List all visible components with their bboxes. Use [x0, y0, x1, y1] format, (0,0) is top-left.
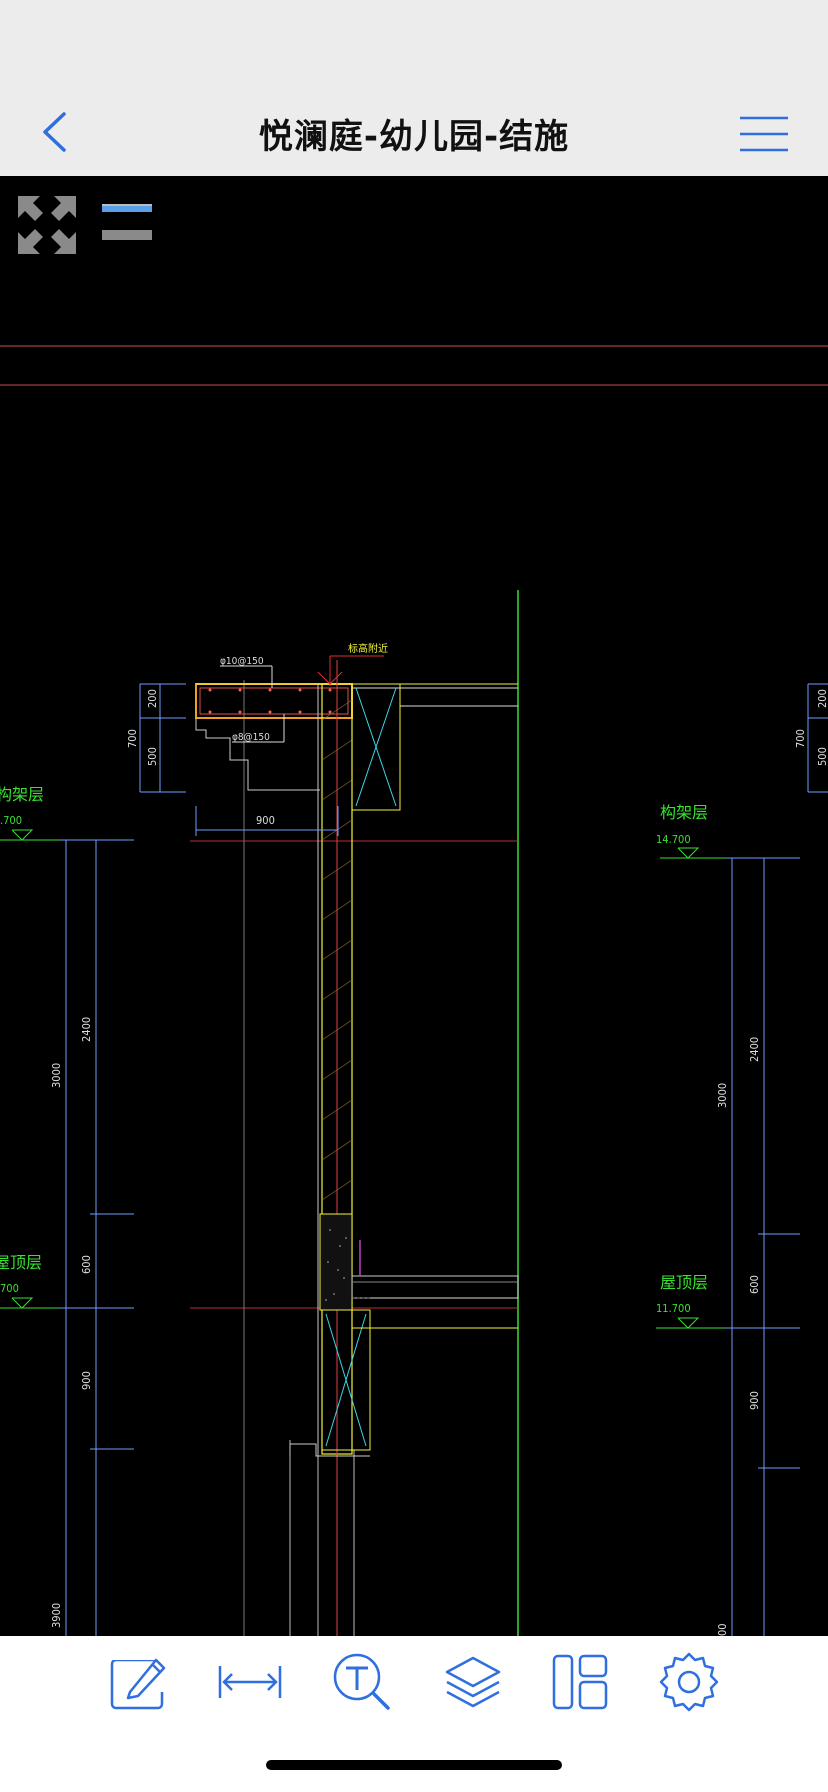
- left-dim-3000: 3000: [50, 1063, 63, 1088]
- drawing-canvas[interactable]: 900 200 500 700 φ10@150 φ8@150 标高附近 构架层: [0, 176, 828, 1636]
- text-search-button[interactable]: [330, 1650, 394, 1714]
- fullscreen-button[interactable]: [14, 192, 80, 258]
- layers-icon: [445, 1656, 501, 1708]
- right-frame-level-label: 构架层: [660, 803, 708, 822]
- right-dim-900: 900: [748, 1391, 761, 1410]
- settings-button[interactable]: [657, 1650, 721, 1714]
- layout-button[interactable]: [548, 1650, 612, 1714]
- right-roof-level-elev: 11.700: [656, 1302, 691, 1315]
- right-frame-level-elev: 14.700: [656, 833, 691, 846]
- left-roof-level-label: 屋顶层: [0, 1253, 42, 1272]
- navigation-bar: 悦澜庭-幼儿园-结施: [0, 90, 828, 176]
- layer-display-toggle[interactable]: [98, 200, 156, 242]
- hamburger-menu-icon: [740, 116, 788, 152]
- home-indicator[interactable]: [266, 1760, 562, 1770]
- back-button[interactable]: [34, 104, 74, 160]
- text-search-icon: [333, 1653, 390, 1710]
- dim-700: 700: [126, 729, 139, 748]
- left-frame-level-elev: .700: [0, 814, 22, 827]
- left-roof-level-elev: 700: [0, 1282, 19, 1295]
- bottom-rebar-note: φ8@150: [232, 732, 270, 743]
- dim-500: 500: [146, 747, 159, 766]
- status-bar: [0, 0, 828, 90]
- measure-distance-icon: [218, 1666, 282, 1698]
- cad-drawing: 900 200 500 700 φ10@150 φ8@150 标高附近 构架层: [0, 345, 828, 1636]
- page-title: 悦澜庭-幼儿园-结施: [258, 116, 570, 157]
- chevron-left-icon: [43, 112, 66, 152]
- right-dim-500: 500: [816, 747, 828, 766]
- right-dim-700: 700: [794, 729, 807, 748]
- left-dim-600: 600: [80, 1255, 93, 1274]
- pencil-edit-icon: [108, 1652, 168, 1710]
- left-dim-2400: 2400: [80, 1017, 93, 1042]
- dim-900: 900: [256, 814, 275, 827]
- right-dim-2400: 2400: [748, 1037, 761, 1062]
- right-dim-00: 00: [716, 1623, 729, 1636]
- left-dim-900: 900: [80, 1371, 93, 1390]
- elevation-note: 标高附近: [348, 642, 388, 655]
- right-dim-600: 600: [748, 1275, 761, 1294]
- top-rebar-note: φ10@150: [220, 656, 264, 667]
- layout-panels-icon: [552, 1654, 608, 1710]
- measure-button[interactable]: [218, 1650, 282, 1714]
- left-frame-level-label: 构架层: [0, 785, 44, 804]
- annotate-button[interactable]: [106, 1650, 170, 1714]
- layers-button[interactable]: [441, 1650, 505, 1714]
- right-dim-3000: 3000: [716, 1083, 729, 1108]
- left-dim-3900: 3900: [50, 1603, 63, 1628]
- gear-icon: [659, 1652, 719, 1712]
- expand-arrows-icon: [18, 196, 76, 254]
- menu-button[interactable]: [736, 112, 792, 156]
- right-dim-200: 200: [816, 689, 828, 708]
- layer-bars-icon: [102, 204, 152, 240]
- right-roof-level-label: 屋顶层: [660, 1273, 708, 1292]
- dim-200: 200: [146, 689, 159, 708]
